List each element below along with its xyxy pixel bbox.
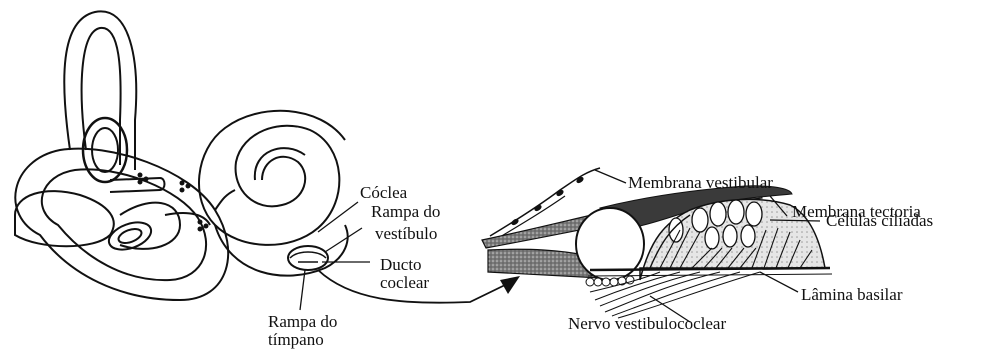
label-rampa-vestibulo-line2: vestíbulo <box>375 225 437 243</box>
label-nervo-vestibulococlear: Nervo vestibulococlear <box>568 315 726 333</box>
label-lamina-basilar: Lâmina basilar <box>801 286 903 304</box>
label-ducto-line1: Ducto <box>380 256 422 274</box>
label-rampa-timpano-line2: tímpano <box>268 331 324 349</box>
label-rampa-vestibulo-line1: Rampa do <box>371 203 440 221</box>
label-ducto-line2: coclear <box>380 274 429 292</box>
label-rampa-timpano-line1: Rampa do <box>268 313 337 331</box>
semicircular-canals <box>15 11 228 300</box>
label-membrana-vestibular: Membrana vestibular <box>628 174 773 192</box>
cochlea-spiral <box>199 111 348 276</box>
vestibule-cochlea-connection <box>215 190 235 210</box>
label-celulas-ciliadas: Células ciliadas <box>826 212 933 230</box>
label-coclea: Cóclea <box>360 184 407 202</box>
